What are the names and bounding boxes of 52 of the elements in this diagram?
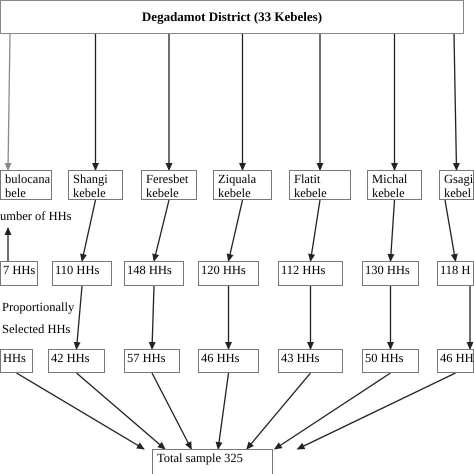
- annotation-text: Proportionally Selected HHs: [2, 299, 76, 338]
- arrow: [387, 200, 396, 262]
- arrow: [466, 286, 474, 350]
- arrow: [316, 34, 324, 171]
- sample-box: Gsagi kebel: [439, 170, 474, 200]
- sample-box: Ziquala kebele: [213, 170, 272, 200]
- sample-box: Total sample 325: [152, 449, 273, 474]
- arrow: [92, 34, 99, 171]
- arrow: [391, 34, 398, 171]
- arrow: [296, 372, 456, 450]
- arrow: [4, 34, 12, 171]
- sample-box: Michal kebele: [367, 170, 422, 200]
- arrow: [80, 200, 96, 262]
- arrow: [216, 372, 230, 450]
- arrow: [4, 227, 12, 261]
- sample-box: 7 HHs: [0, 261, 38, 286]
- sample-box: 57 HHs: [124, 349, 180, 373]
- sample-box: Flatit kebele: [289, 170, 351, 200]
- arrow: [246, 372, 311, 450]
- sample-box: bulocana bele: [0, 170, 52, 200]
- sample-box: HHs: [0, 349, 33, 373]
- sample-box: Shangi kebele: [68, 170, 123, 200]
- arrow: [444, 200, 458, 262]
- sample-box: 112 HHs: [278, 261, 343, 286]
- arrow: [225, 286, 232, 350]
- arrow: [308, 200, 321, 262]
- arrow: [307, 286, 314, 350]
- sample-box: 130 HHs: [362, 261, 419, 286]
- sample-box: 110 HHs: [52, 261, 112, 286]
- arrow: [74, 286, 83, 350]
- sample-box: 118 H: [437, 261, 474, 286]
- sample-box: Feresbet kebele: [141, 170, 197, 200]
- arrow: [76, 372, 166, 450]
- arrow: [226, 200, 244, 262]
- sample-box: 120 HHs: [198, 261, 259, 286]
- sample-box: 50 HHs: [362, 349, 419, 373]
- sample-box: 46 HH: [437, 349, 474, 373]
- sample-box: 46 HHs: [198, 349, 259, 373]
- arrow: [152, 200, 170, 262]
- arrow: [151, 372, 192, 450]
- arrow: [274, 372, 391, 450]
- arrow: [166, 34, 172, 171]
- arrow: [16, 372, 145, 450]
- district-box: Degadamot District (33 Kebeles): [0, 0, 464, 34]
- sample-box: 148 HHs: [124, 261, 184, 286]
- sample-box: 42 HHs: [48, 349, 105, 373]
- sample-box: 43 HHs: [278, 349, 343, 373]
- arrow: [239, 34, 246, 171]
- arrow: [452, 34, 460, 171]
- arrow: [148, 286, 156, 350]
- arrow: [387, 286, 394, 350]
- annotation-text: umber of HHs: [0, 208, 78, 226]
